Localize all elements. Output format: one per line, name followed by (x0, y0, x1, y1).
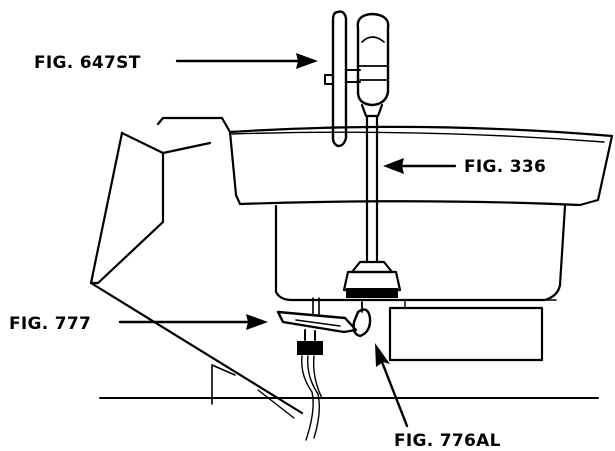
arrow-777 (118, 314, 268, 330)
label-fig-647st: FIG. 647ST (34, 53, 141, 73)
label-fig-777: FIG. 777 (9, 314, 91, 334)
presser-foot-777 (276, 297, 358, 441)
arrow-776al (375, 343, 409, 428)
label-fig-336: FIG. 336 (464, 157, 546, 177)
bobbin-block (388, 299, 544, 362)
spool-pin-647st (324, 10, 361, 148)
needle-clamp (346, 288, 398, 298)
needle-bar-336 (342, 12, 402, 298)
machine-head (156, 116, 614, 207)
lower-box (274, 204, 567, 302)
thread-guide (297, 341, 323, 355)
arrow-647st (175, 53, 318, 69)
arrow-336 (383, 158, 457, 174)
label-fig-776al: FIG. 776AL (394, 431, 501, 451)
thread-cutter-776al (352, 301, 372, 338)
left-body (89, 131, 304, 419)
